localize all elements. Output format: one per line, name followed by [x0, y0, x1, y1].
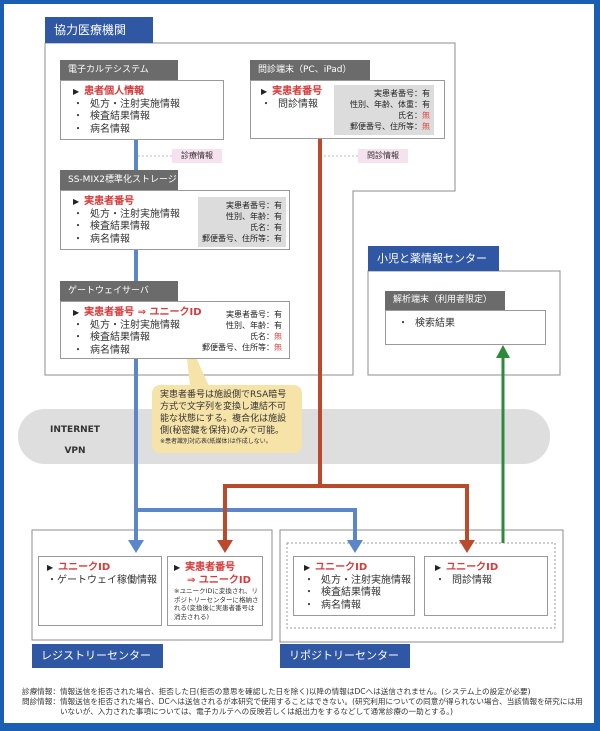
footnote-label: 診療情報： [22, 687, 60, 696]
diagram-canvas: 協力医療機関 電子カルテシステム ▶患者個人情報 ・処方・注射実施情報 ・検査結… [4, 4, 594, 723]
terminal-attributes: 実患者番号：有 性別、年齢、体重：有 氏名：無 郵便番号、住所等：無 [334, 85, 434, 135]
network-internet-label: INTERNET [50, 425, 100, 435]
registry-box-uniqueid: ▶ユニークID ・ゲートウェイ稼働情報 [38, 556, 162, 626]
ssmix-key: 実患者番号 [84, 196, 135, 207]
encryption-callout: 実患者番号は施設側でRSA暗号方式で文字列を変換し連結不可能な状態にする。複合化… [152, 385, 302, 453]
gateway-box: ▶実患者番号 ⇒ ユニークID ・処方・注射実施情報 ・検査結果情報 ・病名情報… [60, 301, 290, 359]
gateway-item: 検査結果情報 [90, 332, 150, 343]
gateway-header: ゲートウェイサーバ [60, 281, 178, 301]
repository-box-interview: ▶ユニークID ・問診情報 [424, 556, 548, 616]
ssmix-item: 病名情報 [90, 233, 130, 245]
flow-label-interview: 問診情報 [358, 149, 408, 163]
repository-key: ユニークID [446, 562, 499, 573]
triangle-bullet-icon: ▶ [73, 308, 80, 317]
emr-key: 患者個人情報 [84, 86, 145, 97]
terminal-header: 問診端末（PC、iPad） [250, 60, 370, 80]
triangle-bullet-icon: ▶ [174, 563, 181, 572]
repository-item: 問診情報 [452, 574, 492, 586]
terminal-key: 実患者番号 [272, 86, 323, 97]
red-arrowhead-registry [217, 540, 233, 553]
emr-item: 処方・注射実施情報 [90, 98, 180, 110]
analysis-terminal-box: ・検索結果 [385, 310, 546, 345]
terminal-item: 問診情報 [278, 98, 318, 110]
footnotes: 診療情報： 情報送信を拒否された場合、拒否した日(拒否の意思を確認した日を除く)… [22, 687, 587, 717]
blue-arrowhead-registry [128, 540, 144, 553]
ssmix-header: SS-MIX2標準化ストレージ [60, 170, 178, 190]
footnote-interview: 問診情報： 情報送信を拒否された場合、DCへは送信されるが本研究で使用することは… [22, 697, 587, 717]
hospital-title: 協力医療機関 [45, 17, 153, 43]
footnote-label: 問診情報： [22, 697, 60, 706]
triangle-bullet-icon: ▶ [73, 87, 80, 96]
green-arrowhead [496, 345, 510, 358]
triangle-bullet-icon: ▶ [304, 563, 311, 572]
gateway-attributes: 実患者番号：有 性別、年齢：有 氏名：無 郵便番号、住所等：無 [202, 310, 282, 352]
pediatric-title: 小児と薬情報センター [368, 246, 499, 271]
gateway-key: 実患者番号 ⇒ ユニークID [84, 307, 202, 318]
registry-title: レジストリーセンター [32, 644, 163, 668]
ssmix-box: ▶実患者番号 ・処方・注射実施情報 ・検査結果情報 ・病名情報 実患者番号：有 … [60, 190, 290, 250]
footnote-clinical: 診療情報： 情報送信を拒否された場合、拒否した日(拒否の意思を確認した日を除く)… [22, 687, 587, 697]
network-label: INTERNET VPN [40, 420, 110, 462]
repository-item: 処方・注射実施情報 [321, 574, 411, 586]
analysis-item: 検索結果 [415, 318, 455, 329]
triangle-bullet-icon: ▶ [261, 87, 268, 96]
ssmix-item: 処方・注射実施情報 [90, 208, 180, 220]
callout-text: 実患者番号は施設側でRSA暗号方式で文字列を変換し連結不可能な状態にする。複合化… [160, 390, 287, 436]
triangle-bullet-icon: ▶ [47, 563, 54, 572]
emr-item: 病名情報 [90, 123, 130, 135]
footnote-text: 情報送信を拒否された場合、拒否した日(拒否の意思を確認した日を除く)以降の情報は… [59, 687, 531, 696]
ssmix-attributes: 実患者番号：有 性別、年齢：有 氏名：有 郵便番号、住所等：有 [198, 197, 286, 247]
gateway-item: 病名情報 [90, 344, 130, 356]
registry-conv-key2: ⇒ ユニークID [187, 574, 251, 586]
ssmix-item: 検査結果情報 [90, 221, 150, 232]
red-arrowhead-repository [459, 540, 475, 553]
registry-conv-key: 実患者番号 [185, 562, 236, 573]
repository-title: リポジトリーセンター [280, 644, 410, 668]
analysis-terminal-header: 解析端末（利用者限定） [385, 291, 505, 310]
repository-key: ユニークID [315, 562, 368, 573]
repository-item: 検査結果情報 [321, 587, 381, 598]
repository-item: 病名情報 [321, 599, 361, 611]
emr-header: 電子カルテシステム [60, 60, 178, 80]
emr-box: ▶患者個人情報 ・処方・注射実施情報 ・検査結果情報 ・病名情報 [60, 80, 224, 140]
network-vpn-label: VPN [64, 446, 86, 456]
triangle-bullet-icon: ▶ [435, 563, 442, 572]
emr-item: 検査結果情報 [90, 111, 150, 122]
triangle-bullet-icon: ▶ [73, 197, 80, 206]
terminal-box: ▶実患者番号 ・問診情報 実患者番号：有 性別、年齢、体重：有 氏名：無 郵便番… [250, 80, 445, 139]
red-flow-arrow [223, 138, 469, 542]
repository-box-clinical: ▶ユニークID ・処方・注射実施情報 ・検査結果情報 ・病名情報 [293, 556, 415, 616]
pediatric-outline [367, 270, 561, 376]
flow-label-clinical: 診療情報 [172, 149, 222, 163]
footnote-text: 情報送信を拒否された場合、DCへは送信されるが本研究で使用することはできない。(… [59, 697, 583, 716]
registry-box-conversion: ▶ 実患者番号 ⇒ ユニークID ※ユニークIDに変換され、リポジトリーセンターに… [167, 556, 263, 626]
blue-arrowhead-repository [347, 540, 363, 553]
repository-dotted-group [286, 542, 556, 629]
registry-key: ユニークID [58, 562, 111, 573]
registry-conv-note: ※ユニークIDに変換され、リポジトリーセンターに格納される(変換後に実患者番号は… [174, 587, 259, 621]
hospital-outline [44, 42, 456, 376]
callout-note: ※患者識別対応表(紙媒体)は作成しない。 [160, 438, 272, 445]
registry-item: ゲートウェイ稼働情報 [57, 574, 157, 586]
gateway-item: 処方・注射実施情報 [90, 319, 180, 331]
